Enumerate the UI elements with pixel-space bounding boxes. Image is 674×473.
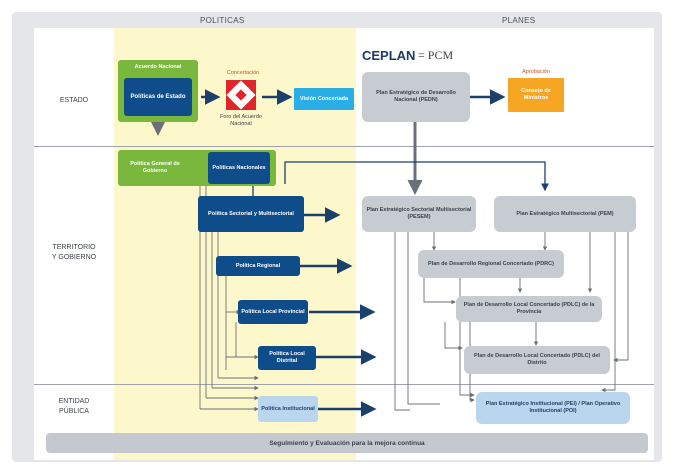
pedn-box: Plan Estratégico de Desarrollo Nacional … bbox=[362, 72, 470, 122]
aprobacion-label: Aprobación bbox=[522, 69, 550, 75]
vision-concertada-box: Visión Concertada bbox=[294, 88, 354, 110]
politica-institucional-box: Política Institucional bbox=[258, 396, 318, 422]
seguimiento-footer: Seguimiento y Evaluación para la mejora … bbox=[46, 433, 648, 453]
politica-general-label: Política General de Gobierno bbox=[130, 161, 180, 174]
pdlc-distrito-box: Plan de Desarrollo Local Concertado (PDL… bbox=[464, 346, 610, 374]
politica-local-provincial-box: Política Local Provincial bbox=[238, 300, 308, 324]
pem-box: Plan Estratégico Multisectorial (PEM) bbox=[494, 196, 636, 232]
politica-local-distrital-box: Política Local Distrital bbox=[258, 346, 316, 370]
consejo-ministros-box: Consejo de Ministros bbox=[508, 78, 564, 112]
ceplan-logo-text: CEPLAN bbox=[362, 48, 416, 63]
pdrc-box: Plan de Desarrollo Regional Concertado (… bbox=[418, 250, 564, 278]
politicas-nacionales-box: Políticas Nacionales bbox=[208, 152, 270, 184]
pesem-box: Plan Estratégico Sectorial Multisectoria… bbox=[362, 196, 476, 232]
ceplan-logo: CEPLAN bbox=[362, 48, 415, 63]
politica-regional-box: Política Regional bbox=[216, 256, 300, 276]
row-separator bbox=[34, 146, 654, 147]
column-header-politicas: POLITICAS bbox=[200, 16, 245, 25]
row-label-estado: ESTADO bbox=[59, 97, 89, 104]
row-label-entidad: ENTIDAD PÚBLICA bbox=[58, 398, 90, 415]
foro-acuerdo-label: Foro del Acuerdo Nacional bbox=[220, 114, 262, 127]
foro-acuerdo-icon bbox=[226, 80, 256, 110]
concertacion-label: Concertación bbox=[226, 70, 260, 76]
column-header-planes: PLANES bbox=[502, 16, 536, 25]
politica-sectorial-box: Política Sectorial y Multisectorial bbox=[198, 196, 304, 232]
row-separator bbox=[34, 384, 654, 385]
pcm-logo: = PCM bbox=[418, 48, 454, 62]
pdlc-provincia-box: Plan de Desarrollo Local Concertado (PDL… bbox=[456, 296, 602, 322]
pei-poi-box: Plan Estratégico Institucional (PEI) / P… bbox=[476, 392, 630, 424]
row-label-territorio: TERRITORIO Y GOBIERNO bbox=[51, 244, 97, 261]
politicas-de-estado-box: Políticas de Estado bbox=[124, 78, 192, 116]
acuerdo-nacional-label: Acuerdo Nacional bbox=[134, 64, 182, 70]
